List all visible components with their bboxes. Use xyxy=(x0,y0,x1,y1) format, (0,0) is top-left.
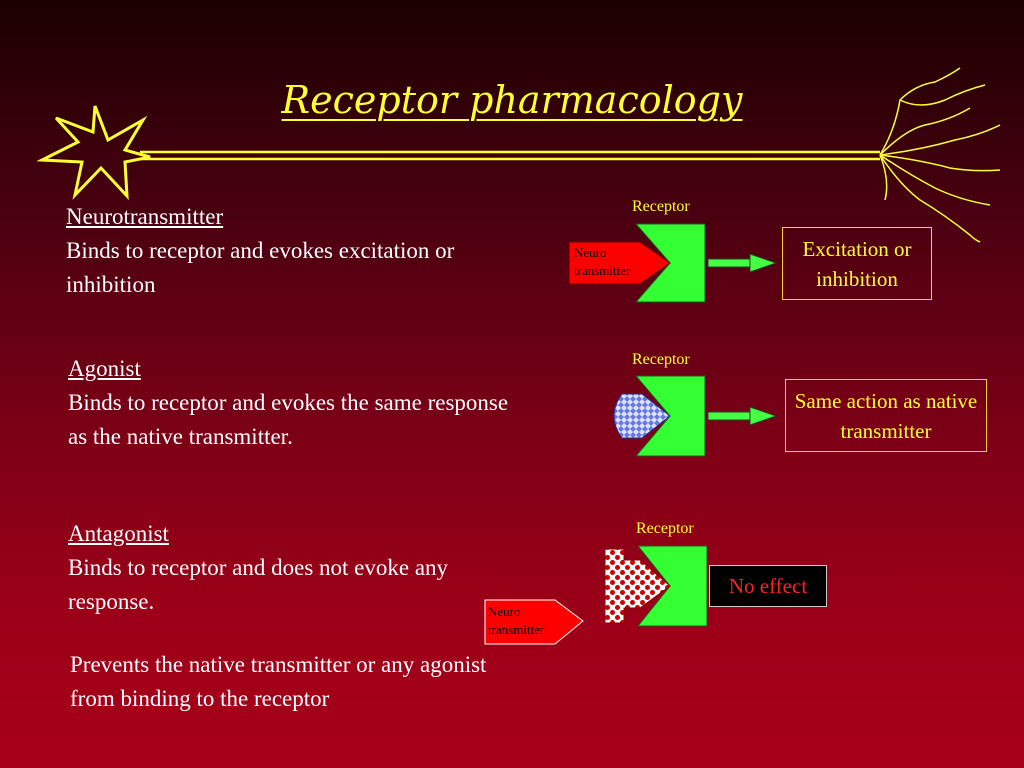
term-description: Binds to receptor and evokes the same re… xyxy=(68,390,509,449)
neurotransmitter-section: Neurotransmitter Binds to receptor and e… xyxy=(66,200,536,302)
antagonist-note: Prevents the native transmitter or any a… xyxy=(70,648,520,716)
antagonist-section: Antagonist Binds to receptor and does no… xyxy=(68,517,508,619)
neurotransmitter-label: Neuro transmitter xyxy=(488,604,545,637)
effect-box: No effect xyxy=(709,565,827,607)
slide-title: Receptor pharmacology xyxy=(281,78,743,122)
receptor-label: Receptor xyxy=(632,351,690,368)
arrow-icon xyxy=(707,253,778,273)
term-description: Binds to receptor and evokes excitation … xyxy=(66,238,455,297)
antagonist-ligand-icon xyxy=(604,548,671,624)
axon-icon xyxy=(140,150,880,161)
note-text: Prevents the native transmitter or any a… xyxy=(70,652,487,711)
effect-box: Same action as native transmitter xyxy=(785,379,987,452)
neuron-cell-body-icon xyxy=(36,105,151,201)
arrow-icon xyxy=(707,406,778,426)
receptor-label: Receptor xyxy=(636,520,694,537)
neurotransmitter-ligand-icon xyxy=(568,241,671,285)
axon-terminal-branches-icon xyxy=(879,67,1001,243)
term-heading: Neurotransmitter xyxy=(66,204,224,229)
neurotransmitter-label: Neuro transmitter xyxy=(574,245,631,278)
effect-box: Excitation or inhibition xyxy=(782,227,932,300)
term-heading: Agonist xyxy=(68,356,141,381)
term-description: Binds to receptor and does not evoke any… xyxy=(68,555,449,614)
receptor-label: Receptor xyxy=(632,198,690,215)
receptor-icon xyxy=(636,545,708,627)
term-heading: Antagonist xyxy=(68,521,169,546)
agonist-section: Agonist Binds to receptor and evokes the… xyxy=(68,352,528,454)
agonist-ligand-icon xyxy=(613,393,671,439)
blocked-neurotransmitter-icon xyxy=(484,599,584,645)
